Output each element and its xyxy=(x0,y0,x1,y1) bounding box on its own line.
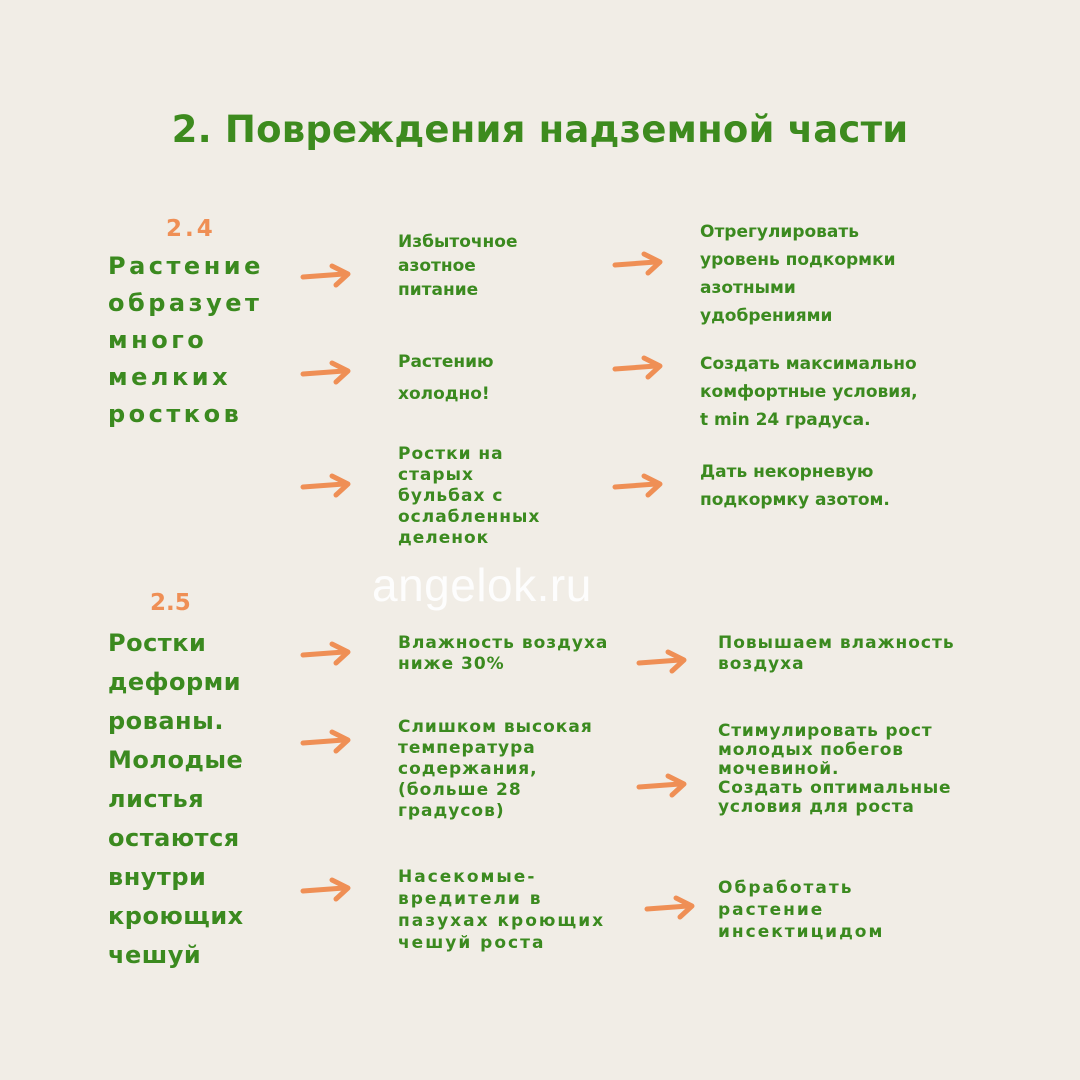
cause-line: температура xyxy=(398,738,536,758)
symptom-line: много xyxy=(108,326,208,354)
solution-line: t min 24 градуса. xyxy=(700,410,871,430)
arrow-right-icon xyxy=(612,251,663,276)
cause-line: Влажность воздуха xyxy=(398,633,609,653)
solution-line: мочевиной. xyxy=(718,759,840,779)
arrow-right-icon xyxy=(300,729,351,754)
solution-line: Дать некорневую xyxy=(700,462,874,482)
solution-line: растение xyxy=(718,900,825,920)
cause-line: градусов) xyxy=(398,801,505,821)
solution-line: Отрегулировать xyxy=(700,222,860,242)
symptom-line: внутри xyxy=(108,863,207,891)
cause-line: вредители в xyxy=(398,889,543,909)
cause-line: азотное xyxy=(398,256,476,276)
solution-line: Создать максимально xyxy=(700,354,917,374)
symptom-line: мелких xyxy=(108,363,232,391)
arrow-right-icon xyxy=(300,473,351,498)
cause-line: Растению xyxy=(398,352,494,372)
symptom-line: Растение xyxy=(108,252,264,280)
cause-line: Избыточное xyxy=(398,232,518,252)
cause-line: бульбах с xyxy=(398,486,504,506)
cause-text: Ростки на старых бульбах с ослабленных д… xyxy=(398,444,540,549)
cause-line: пазухах кроющих xyxy=(398,911,606,931)
cause-text: Слишком высокая температура содержания, … xyxy=(398,717,593,822)
cause-line: старых xyxy=(398,465,474,485)
symptom-text: Ростки деформи рованы. Молодые листья ос… xyxy=(108,624,244,975)
solution-line: условия для роста xyxy=(718,797,915,817)
solution-line: инсектицидом xyxy=(718,922,885,942)
symptom-text: Растение образует много мелких ростков xyxy=(108,248,264,433)
solution-line: подкормку азотом. xyxy=(700,490,890,510)
cause-text: Влажность воздуха ниже 30% xyxy=(398,633,608,675)
symptom-line: ростков xyxy=(108,400,243,428)
symptom-line: рованы. xyxy=(108,707,224,735)
symptom-line: чешуй xyxy=(108,941,202,969)
symptom-line: остаются xyxy=(108,824,240,852)
solution-line: азотными xyxy=(700,278,796,298)
solution-line: уровень подкормки xyxy=(700,250,896,270)
symptom-line: деформи xyxy=(108,668,242,696)
arrow-right-icon xyxy=(300,641,351,666)
cause-line: Ростки на xyxy=(398,444,504,464)
solution-line: Обработать xyxy=(718,878,854,898)
solution-line: Создать оптимальные xyxy=(718,778,952,798)
cause-line: Насекомые- xyxy=(398,867,537,887)
cause-text: Насекомые- вредители в пазухах кроющих ч… xyxy=(398,866,605,954)
arrow-right-icon xyxy=(300,263,351,288)
symptom-line: Ростки xyxy=(108,629,207,657)
cause-line: (больше 28 xyxy=(398,780,522,800)
solution-line: Стимулировать рост xyxy=(718,721,933,741)
cause-line: ниже 30% xyxy=(398,654,505,674)
cause-line: деленок xyxy=(398,528,490,548)
solution-text: Стимулировать рост молодых побегов мочев… xyxy=(718,722,951,817)
section-number: 2.5 xyxy=(150,590,191,616)
solution-text: Обработать растение инсектицидом xyxy=(718,877,884,943)
solution-text: Повышаем влажность воздуха xyxy=(718,633,955,675)
cause-text: Избыточное азотное питание xyxy=(398,230,518,302)
cause-line: питание xyxy=(398,280,479,300)
arrow-right-icon xyxy=(612,473,663,498)
watermark: angelok.ru xyxy=(372,559,592,611)
cause-line: содержания, xyxy=(398,759,538,779)
cause-line: ослабленных xyxy=(398,507,541,527)
arrow-right-icon xyxy=(644,895,695,920)
cause-line: чешуй роста xyxy=(398,933,546,953)
solution-line: воздуха xyxy=(718,654,805,674)
cause-line: Слишком высокая xyxy=(398,717,593,737)
solution-text: Создать максимально комфортные условия, … xyxy=(700,350,918,434)
solution-line: удобрениями xyxy=(700,306,833,326)
arrow-right-icon xyxy=(300,877,351,902)
section-number: 2.4 xyxy=(166,216,216,242)
solution-text: Отрегулировать уровень подкормки азотным… xyxy=(700,218,896,330)
solution-line: Повышаем влажность xyxy=(718,633,955,653)
arrow-right-icon xyxy=(636,649,687,674)
solution-text: Дать некорневую подкормку азотом. xyxy=(700,458,890,514)
arrow-right-icon xyxy=(612,355,663,380)
symptom-line: Молодые xyxy=(108,746,244,774)
arrow-right-icon xyxy=(300,360,351,385)
symptom-line: листья xyxy=(108,785,205,813)
solution-line: комфортные условия, xyxy=(700,382,918,402)
cause-text: Растению холодно! xyxy=(398,346,494,410)
symptom-line: кроющих xyxy=(108,902,244,930)
cause-line: холодно! xyxy=(398,384,490,404)
symptom-line: образует xyxy=(108,289,263,317)
arrow-right-icon xyxy=(636,773,687,798)
page-title: 2. Повреждения надземной части xyxy=(171,108,909,151)
solution-line: молодых побегов xyxy=(718,740,904,760)
